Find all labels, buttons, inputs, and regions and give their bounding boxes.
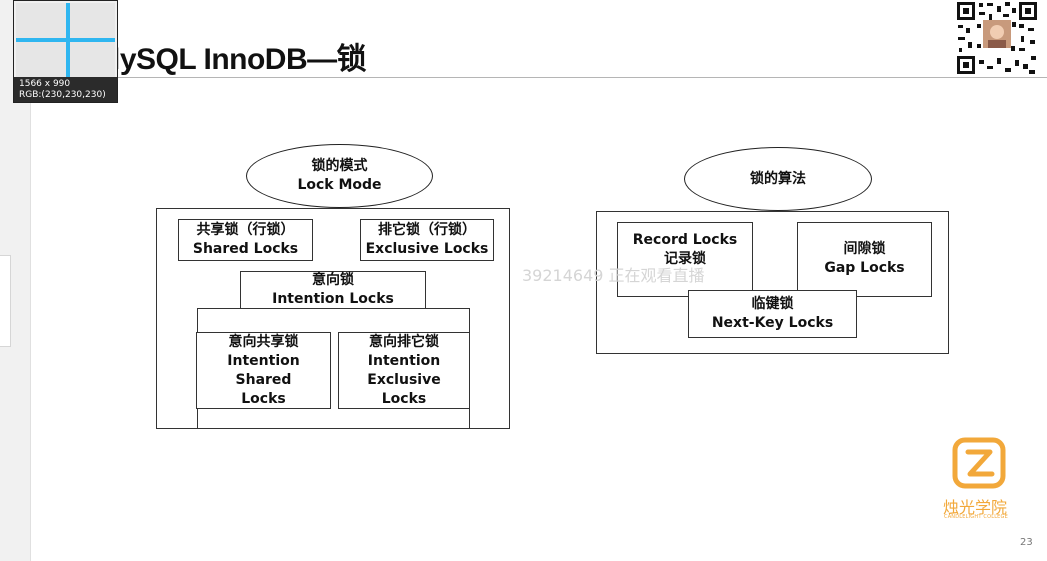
intention-shared-en-2: Shared — [235, 371, 292, 388]
gap-locks-en: Gap Locks — [824, 260, 905, 276]
gap-locks-label: 间隙锁 Gap Locks — [797, 237, 932, 281]
record-locks-en: Record Locks — [632, 232, 738, 248]
gap-locks-cn: 间隙锁 — [843, 241, 886, 257]
intention-exclusive-en-2: Exclusive — [367, 371, 441, 388]
next-key-locks-cn: 临键锁 — [751, 296, 794, 312]
intention-shared-en-3: Locks — [241, 390, 286, 407]
lock-mode-label: 锁的模式 Lock Mode — [246, 144, 433, 208]
intention-exclusive-cn: 意向排它锁 — [369, 333, 439, 350]
exclusive-locks-cn: 排它锁（行锁） — [378, 222, 476, 238]
intention-shared-label: 意向共享锁 Intention Shared Locks — [196, 332, 331, 409]
qr-code-icon — [955, 0, 1039, 76]
slide-title: lySQL InnoDB—锁 — [112, 43, 367, 76]
intention-shared-en-1: Intention — [227, 352, 300, 369]
live-watermark: 39214649 正在观看直播 — [522, 266, 705, 285]
exclusive-locks-box — [360, 219, 494, 261]
intention-shared-cn: 意向共享锁 — [228, 333, 299, 350]
lock-mode-cn: 锁的模式 — [311, 158, 368, 174]
record-locks-cn: 记录锁 — [664, 251, 706, 267]
shared-locks-box — [178, 219, 313, 261]
intention-exclusive-box — [338, 332, 470, 409]
next-key-locks-box — [688, 290, 857, 338]
intention-exclusive-label: 意向排它锁 Intention Exclusive Locks — [338, 332, 470, 409]
lock-mode-ellipse — [246, 144, 433, 208]
intention-exclusive-en-1: Intention — [367, 352, 441, 369]
shared-locks-en: Shared Locks — [192, 241, 299, 257]
intention-locks-label: 意向锁 Intention Locks — [240, 271, 426, 309]
magnifier-overlay: 1566 x 990 RGB:(230,230,230) — [13, 0, 118, 103]
brand-name: 烛光学院 — [943, 498, 1008, 517]
slide-panel-tab[interactable] — [0, 255, 11, 347]
brand-subtitle: CANDLELIGHT COLLEGE — [944, 514, 1008, 520]
intention-locks-cn: 意向锁 — [312, 272, 354, 288]
title-divider — [30, 77, 1047, 78]
gap-locks-box — [797, 222, 932, 297]
exclusive-locks-label: 排它锁（行锁） Exclusive Locks — [360, 219, 494, 261]
record-locks-label: Record Locks 记录锁 — [617, 230, 753, 270]
record-locks-box — [617, 222, 753, 297]
lock-algorithm-label: 锁的算法 — [684, 147, 872, 211]
exclusive-locks-en: Exclusive Locks — [365, 241, 489, 257]
magnifier-size-text: 1566 x 990 — [19, 79, 71, 89]
candlelight-logo-icon — [952, 437, 1006, 489]
magnifier-info: 1566 x 990 RGB:(230,230,230) — [14, 77, 117, 102]
crosshair-horizontal — [16, 38, 115, 42]
shared-locks-label: 共享锁（行锁） Shared Locks — [178, 219, 313, 261]
next-key-locks-en: Next-Key Locks — [711, 315, 834, 331]
lock-algorithm-cn: 锁的算法 — [750, 170, 806, 187]
magnifier-rgb-text: RGB:(230,230,230) — [19, 90, 106, 100]
intention-locks-en: Intention Locks — [272, 291, 394, 307]
lock-algorithm-ellipse — [684, 147, 872, 211]
shared-locks-cn: 共享锁（行锁） — [196, 222, 295, 238]
intention-exclusive-en-3: Locks — [381, 390, 427, 407]
intention-shared-box — [196, 332, 331, 409]
next-key-locks-label: 临键锁 Next-Key Locks — [688, 290, 857, 338]
page-number: 23 — [1020, 537, 1033, 548]
lock-mode-en: Lock Mode — [297, 177, 382, 193]
